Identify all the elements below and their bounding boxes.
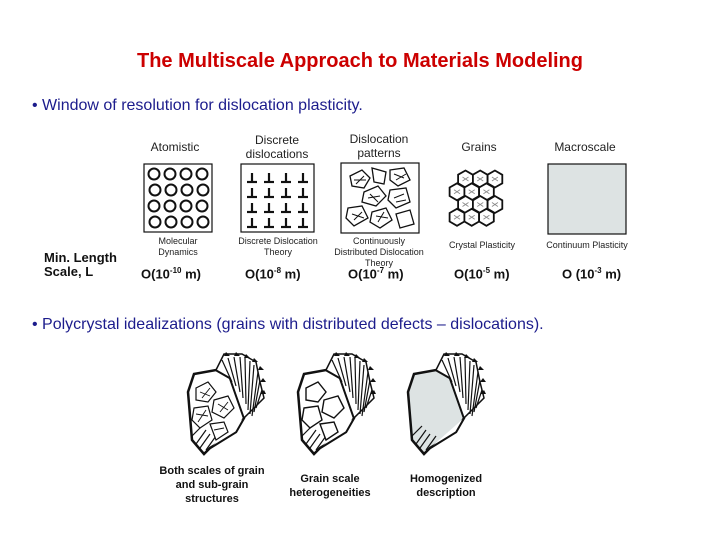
- atom-circle: [148, 215, 162, 229]
- bullet-window-of-resolution: • Window of resolution for dislocation p…: [32, 97, 363, 114]
- order-atomistic: O(10-10 m): [141, 266, 201, 282]
- atom-circle: [196, 183, 210, 197]
- dislocation-symbol: [247, 173, 257, 184]
- atom-circle: [179, 167, 193, 181]
- atom-circle: [195, 167, 209, 181]
- dislocation-symbol: [298, 173, 308, 184]
- dislocation-symbol: [264, 203, 274, 214]
- axis-label-min-length-scale: Min. Length Scale, L: [44, 251, 117, 279]
- dislocation-symbol: [247, 218, 257, 229]
- dislocation-symbol: [281, 218, 291, 229]
- axis-label-line1: Min. Length: [44, 250, 117, 265]
- scale-label-dislocation-patterns: Dislocation patterns: [349, 132, 409, 160]
- method-label-continuum-plasticity: Continuum Plasticity: [546, 240, 628, 250]
- grains-honeycomb-image: [448, 169, 504, 227]
- dislocation-symbol: [247, 188, 257, 199]
- caption-homogenized: Homogenized description: [409, 473, 483, 499]
- discrete-dislocations-image: [240, 163, 315, 233]
- dislocation-symbol: [247, 203, 257, 214]
- dislocation-symbol: [281, 173, 291, 184]
- atom-circle: [196, 215, 210, 229]
- idealization-grain-scale-image: [296, 352, 376, 456]
- scale-label-atomistic: Atomistic: [150, 140, 200, 154]
- atom-circle: [163, 167, 177, 181]
- atom-circle: [147, 199, 161, 213]
- atom-circle: [148, 183, 162, 197]
- bullet-polycrystal-idealizations: • Polycrystal idealizations (grains with…: [32, 316, 544, 333]
- atom-circle: [179, 199, 193, 213]
- dislocation-symbol: [298, 203, 308, 214]
- method-label-crystal-plasticity: Crystal Plasticity: [448, 240, 515, 250]
- dislocation-symbol: [281, 203, 291, 214]
- atom-circle: [164, 183, 178, 197]
- dislocation-symbol: [298, 218, 308, 229]
- dislocation-symbol: [264, 188, 274, 199]
- dislocation-symbol: [264, 218, 274, 229]
- atom-circle: [163, 199, 177, 213]
- scale-label-macroscale: Macroscale: [554, 140, 616, 154]
- method-label-continuously-distributed-dislocation-theory: Continuously Distributed Dislocation The…: [334, 236, 424, 268]
- scale-label-grains: Grains: [461, 140, 497, 154]
- atom-circle: [195, 199, 209, 213]
- order-macroscale: O (10-3 m): [562, 266, 622, 282]
- caption-grain-scale: Grain scale heterogeneities: [289, 473, 371, 499]
- atomistic-lattice-image: [143, 163, 213, 233]
- idealization-homogenized-image: [406, 352, 486, 456]
- method-label-discrete-dislocation-theory: Discrete Dislocation Theory: [238, 236, 318, 257]
- dislocation-symbol: [298, 188, 308, 199]
- order-discrete-dislocations: O(10-8 m): [245, 266, 301, 282]
- atom-circle: [164, 215, 178, 229]
- idealization-both-scales-image: [186, 352, 266, 456]
- atom-circle: [180, 215, 194, 229]
- atom-circle: [147, 167, 161, 181]
- scale-label-discrete-dislocations: Discrete dislocations: [245, 133, 309, 161]
- dislocation-patterns-image: [340, 162, 420, 234]
- order-grains: O(10-5 m): [454, 266, 510, 282]
- order-dislocation-patterns: O(10-7 m): [348, 266, 404, 282]
- method-label-molecular-dynamics: Molecular Dynamics: [158, 236, 198, 257]
- dislocation-symbol: [264, 173, 274, 184]
- atom-circle: [180, 183, 194, 197]
- dislocation-symbol: [281, 188, 291, 199]
- page-title: The Multiscale Approach to Materials Mod…: [137, 50, 583, 72]
- axis-label-line2: Scale, L: [44, 264, 94, 279]
- macroscale-continuum-image: [547, 163, 627, 235]
- caption-both-scales: Both scales of grain and sub-grain struc…: [159, 465, 265, 505]
